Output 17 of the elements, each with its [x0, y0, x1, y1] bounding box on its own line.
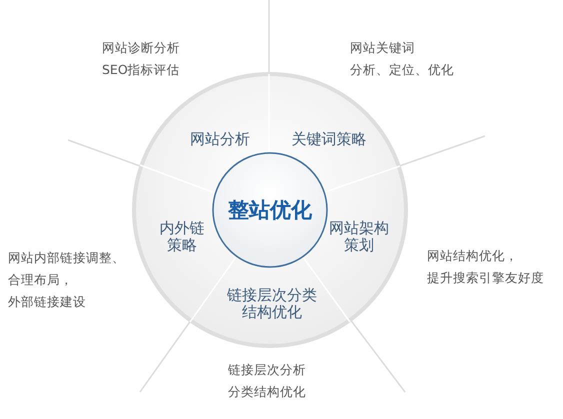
description-text: 合理布局， — [8, 272, 73, 287]
description-text: 网站关键词 — [350, 40, 415, 55]
description-text: 链接层次分析 — [228, 362, 306, 377]
description-text: 提升搜索引擎友好度 — [427, 270, 544, 285]
description-text: 分析、定位、优化 — [350, 62, 454, 77]
description-text: 网站内部链接调整、 — [8, 250, 125, 265]
description-text: SEO指标评估 — [102, 62, 180, 77]
sector-label: 关键词策略 — [290, 130, 368, 148]
sector-label: 内外链策略 — [158, 220, 206, 254]
description-text: 外部链接建设 — [8, 294, 86, 309]
center-title: 整站优化 — [227, 198, 313, 222]
sector-label: 网站分析 — [189, 130, 251, 148]
sector-label: 链接层次分类结构优化 — [226, 287, 318, 321]
sector-label: 网站架构策划 — [328, 220, 390, 254]
description-text: 网站结构优化， — [427, 248, 518, 263]
description-text: 网站诊断分析 — [102, 40, 180, 55]
description-text: 分类结构优化 — [228, 384, 306, 399]
